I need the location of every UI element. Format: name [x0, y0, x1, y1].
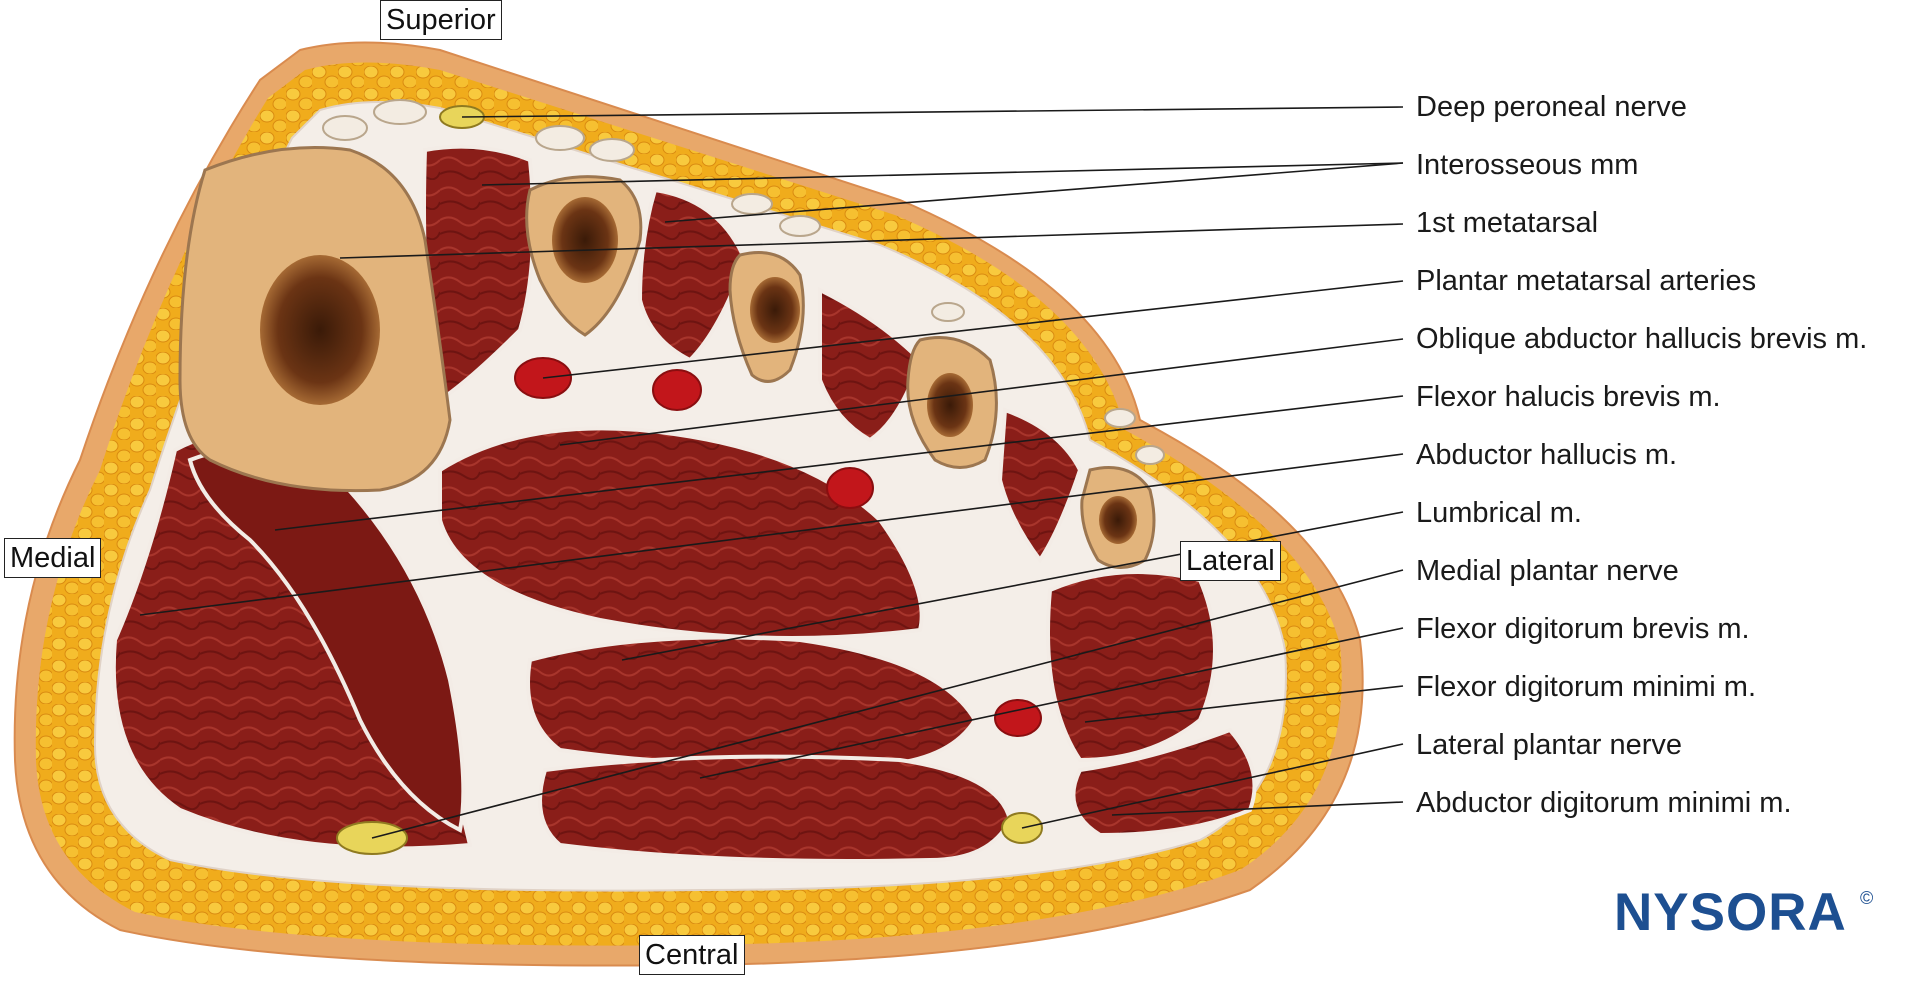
label-abductor-hallucis: Abductor hallucis m.	[1416, 439, 1678, 471]
extensor-tendon-4	[589, 138, 635, 162]
leader-line-oblique-abductor	[559, 338, 1404, 446]
nysora-logo: NYSORA	[1614, 883, 1847, 942]
fourth-metatarsal-marrow	[927, 373, 973, 437]
second-metatarsal-marrow	[552, 197, 618, 283]
copyright-mark: ©	[1860, 888, 1874, 908]
leader-line-interosseous-a	[481, 162, 1404, 186]
leader-lines	[139, 106, 1404, 839]
extensor-tendon-6	[779, 215, 821, 237]
label-lumbrical: Lumbrical m.	[1416, 497, 1582, 529]
label-abductor-digitorum-minimi: Abductor digitorum minimi m.	[1416, 787, 1792, 819]
extensor-tendon-5	[731, 193, 773, 215]
leader-line-lumbrical	[621, 511, 1404, 661]
label-flexor-halucis-brevis: Flexor halucis brevis m.	[1416, 381, 1721, 413]
label-flexor-digitorum-minimi: Flexor digitorum minimi m.	[1416, 671, 1756, 703]
third-metatarsal-marrow	[750, 277, 800, 343]
interosseous-muscle-4	[997, 407, 1083, 564]
orientation-superior: Superior	[380, 0, 502, 40]
abductor-digitorum-minimi-muscle	[1071, 727, 1257, 838]
extensor-tendon-8	[1104, 408, 1136, 428]
leader-line-1st-metatarsal	[339, 223, 1404, 259]
leader-line-abductor-digitorum-minimi	[1111, 801, 1404, 816]
first-metatarsal-marrow	[260, 255, 380, 405]
extensor-tendon-2	[373, 99, 427, 125]
orientation-lateral: Lateral	[1180, 541, 1281, 581]
label-plantar-metatarsal-arteries: Plantar metatarsal arteries	[1416, 265, 1757, 297]
leader-line-lateral-plantar-nerve	[1021, 743, 1404, 829]
plantar-metatarsal-artery-4	[994, 699, 1042, 737]
lumbrical-muscle	[526, 635, 978, 768]
plantar-metatarsal-artery-2	[652, 369, 702, 411]
interosseous-muscle-2	[637, 187, 748, 363]
flexor-digitorum-minimi-muscle	[1046, 570, 1217, 763]
plantar-metatarsal-artery-3	[826, 467, 874, 509]
leader-line-flexor-digitorum-minimi	[1084, 685, 1404, 723]
fifth-metatarsal-marrow	[1099, 496, 1137, 544]
label-deep-peroneal-nerve: Deep peroneal nerve	[1416, 91, 1687, 123]
orientation-central: Central	[639, 935, 745, 975]
label-oblique-abductor-hallucis-brevis: Oblique abductor hallucis brevis m.	[1416, 323, 1868, 355]
oblique-adductor-hallucis-muscle	[438, 426, 924, 640]
orientation-medial: Medial	[4, 538, 102, 578]
label-1st-metatarsal: 1st metatarsal	[1416, 207, 1599, 239]
extensor-tendon-9	[1135, 445, 1165, 465]
leader-line-flexor-digitorum-brevis	[699, 627, 1404, 779]
leader-line-plantar-metatarsal-arteries	[542, 280, 1404, 379]
extensor-tendon-7	[931, 302, 965, 322]
label-flexor-digitorum-brevis: Flexor digitorum brevis m.	[1416, 613, 1750, 645]
leader-line-flexor-halucis-brevis	[274, 395, 1404, 531]
leader-line-deep-peroneal-nerve	[461, 106, 1404, 118]
extensor-tendon-1	[322, 115, 368, 141]
label-interosseous-mm: Interosseous mm	[1416, 149, 1639, 181]
leader-line-abductor-hallucis	[139, 453, 1404, 616]
extensor-tendon-3	[535, 125, 585, 151]
label-medial-plantar-nerve: Medial plantar nerve	[1416, 555, 1679, 587]
label-lateral-plantar-nerve: Lateral plantar nerve	[1416, 729, 1682, 761]
leader-line-interosseous-b	[664, 162, 1404, 223]
flexor-digitorum-brevis-muscle	[538, 754, 1013, 863]
leader-line-medial-plantar-nerve	[371, 569, 1404, 839]
